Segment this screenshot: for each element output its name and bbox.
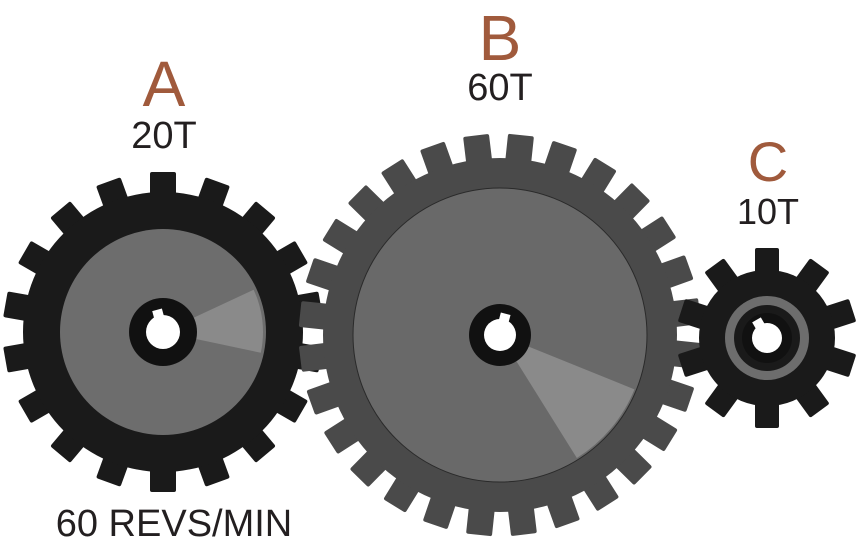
gear-c-keyway	[752, 317, 766, 331]
gear-b-teeth-label: 60T	[467, 67, 533, 109]
gear-c	[678, 248, 856, 428]
gear-a	[3, 172, 323, 492]
gear-a-teeth-label: 20T	[131, 115, 197, 157]
gear-a-speed-label: 60 REVS/MIN	[55, 503, 293, 545]
gear-b	[298, 133, 702, 537]
gear-a-keyway	[152, 308, 165, 321]
gear-b-marker-sector	[500, 335, 635, 458]
gear-a-bore	[146, 315, 180, 349]
gear-b-bore	[484, 319, 516, 351]
gear-c-bore	[752, 323, 782, 353]
gear-b-letter: B	[478, 2, 522, 74]
gear-b-keyway	[498, 312, 511, 325]
gear-c-teeth-label: 10T	[736, 191, 800, 232]
gear-c-letter: C	[747, 130, 789, 193]
gear-a-letter: A	[142, 48, 186, 120]
